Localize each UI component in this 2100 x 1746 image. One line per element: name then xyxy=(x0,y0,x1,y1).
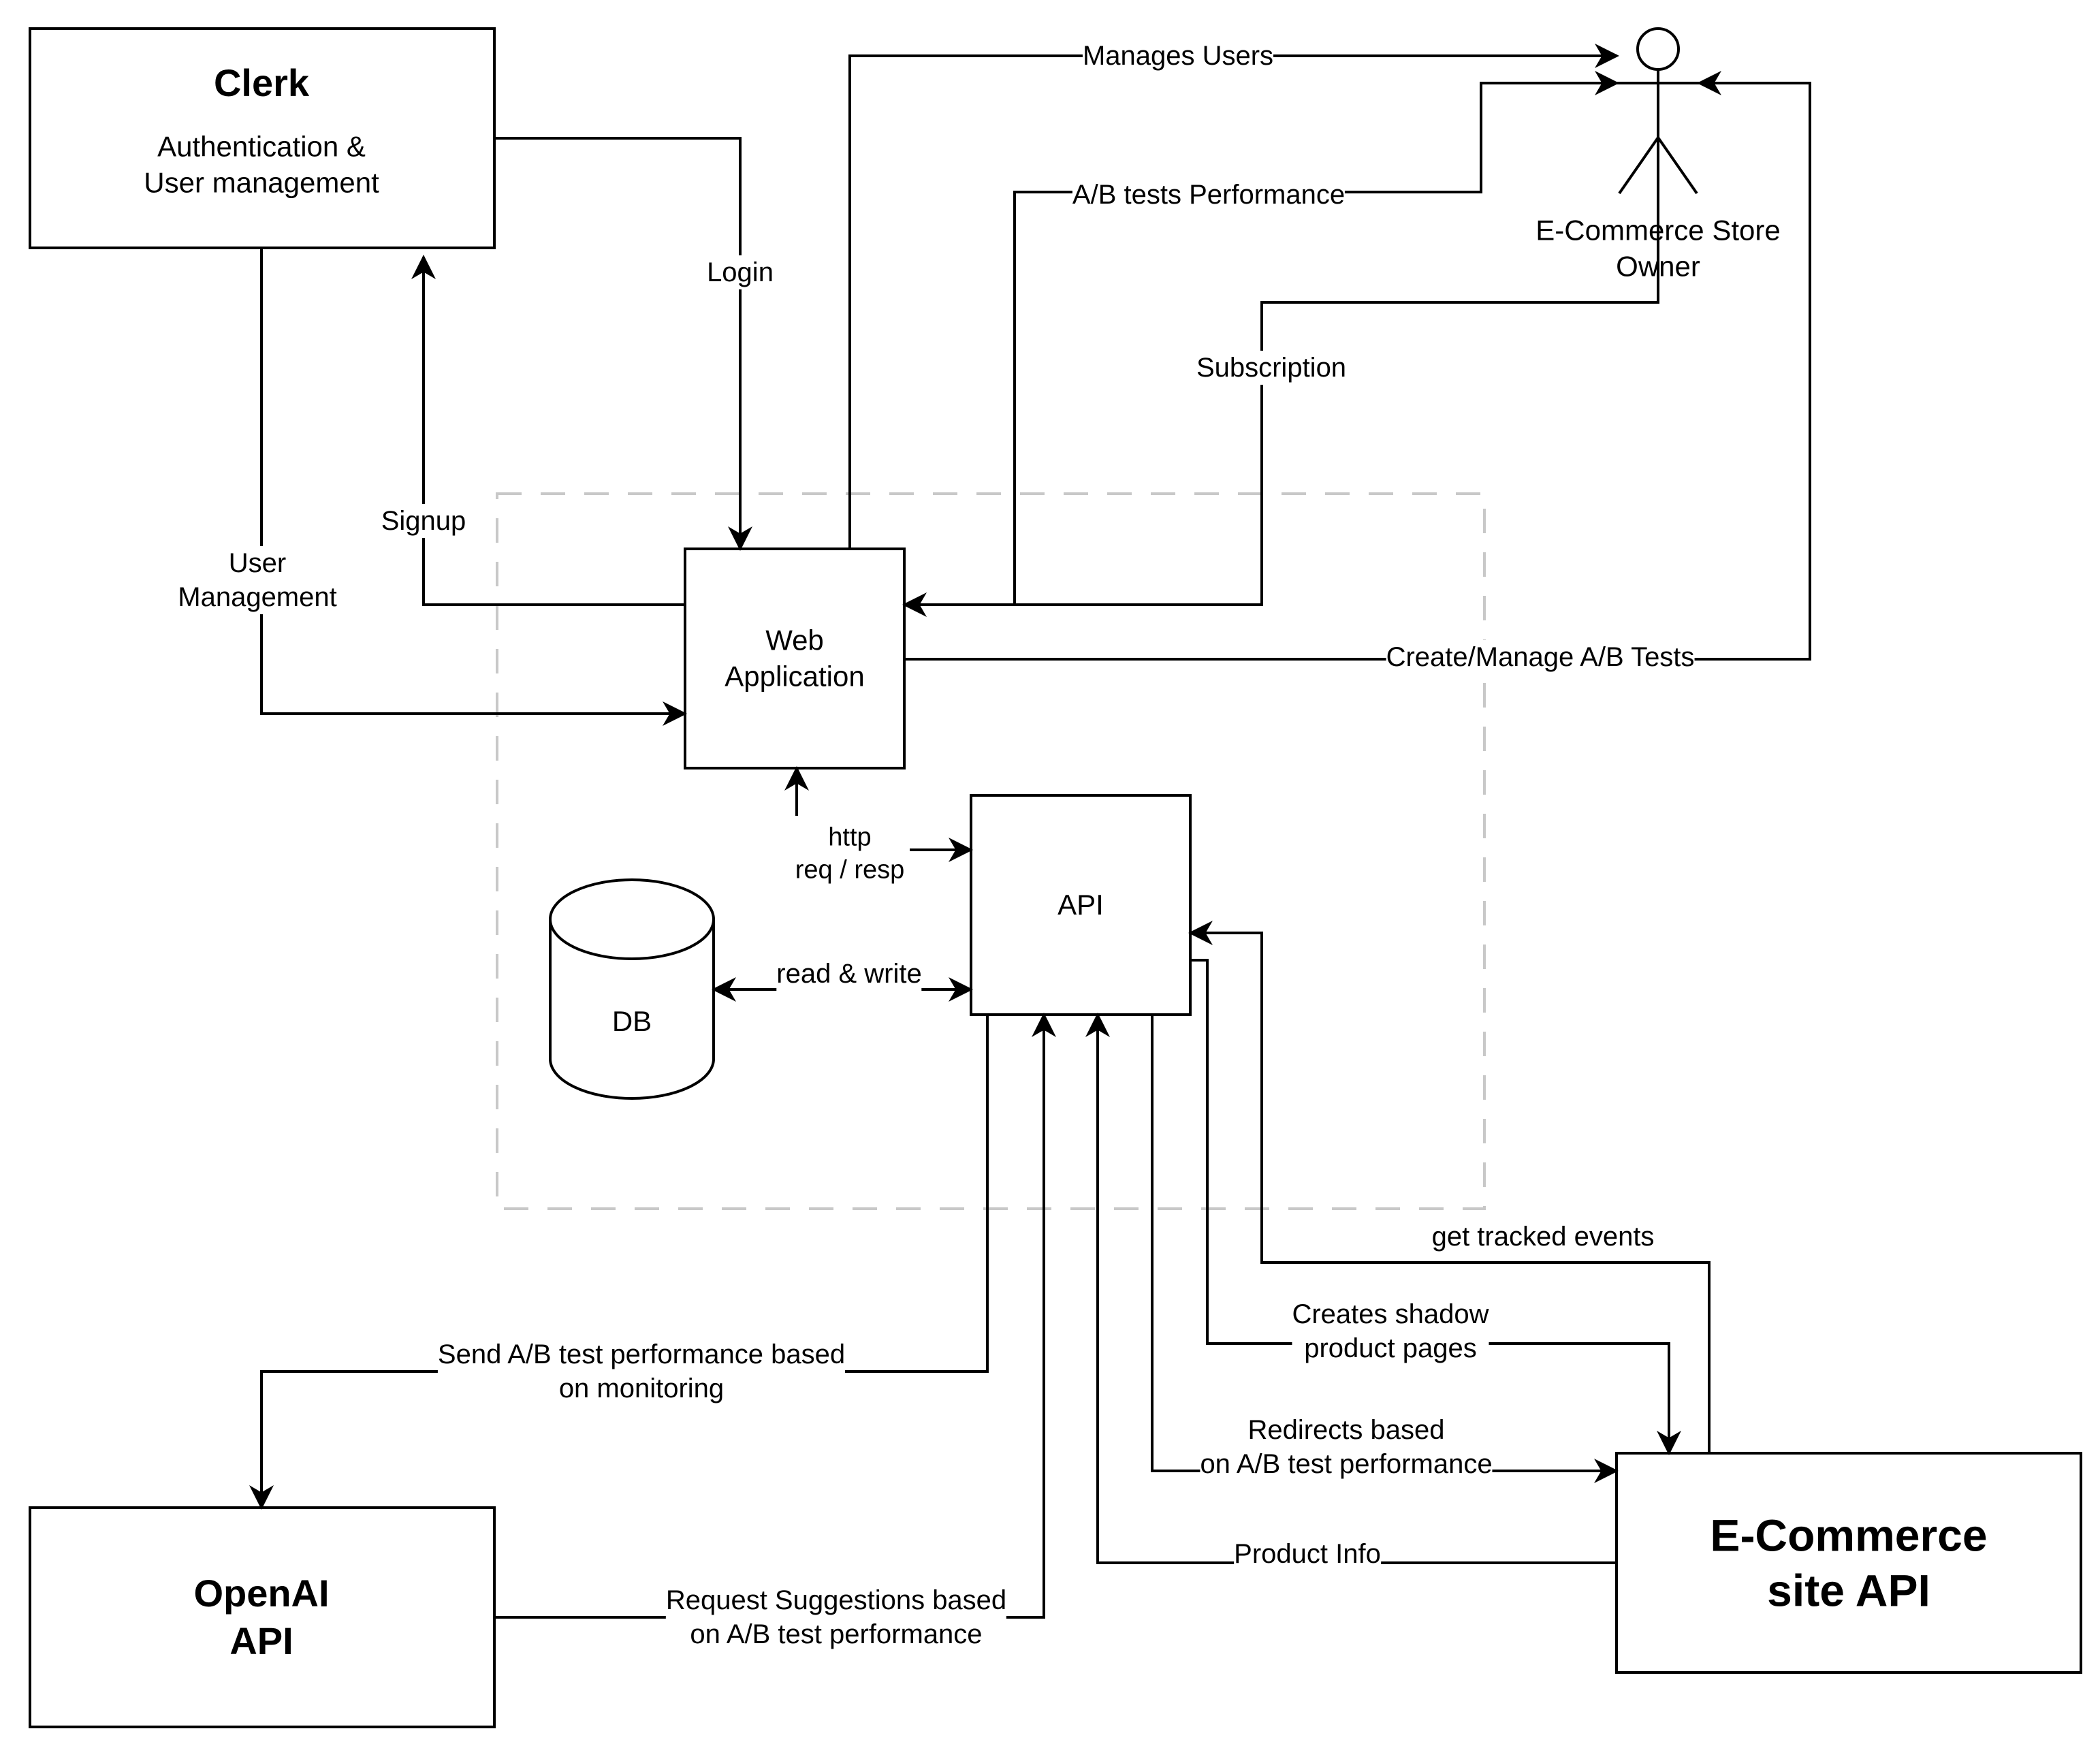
openai-label: OpenAI API xyxy=(193,1572,330,1662)
web-app-box[interactable] xyxy=(684,547,906,769)
signup-label: Signup xyxy=(381,504,466,538)
login-label: Login xyxy=(707,255,774,289)
subscription-label: Subscription xyxy=(1196,351,1347,385)
get-tracked-events-label: get tracked events xyxy=(1431,1220,1655,1254)
edge-get-tracked-events xyxy=(1188,921,1711,1453)
owner-label: E-Commerce Store Owner xyxy=(1536,214,1781,283)
creates-shadow-label: Creates shadow product pages xyxy=(1292,1297,1489,1365)
edge-subscription xyxy=(902,138,1659,617)
read-write-label: read & write xyxy=(776,957,922,991)
clerk-subtitle: Authentication & User management xyxy=(144,130,379,199)
redirects-label: Redirects based on A/B test performance xyxy=(1200,1413,1493,1481)
ecommerce-box[interactable] xyxy=(1615,1452,2082,1674)
send-ab-perf-label: Send A/B test performance based on monit… xyxy=(437,1337,846,1406)
edge-creates-shadow xyxy=(1190,959,1681,1455)
edge-create-manage-ab-tests xyxy=(904,71,1811,661)
clerk-box[interactable] xyxy=(29,27,496,249)
request-suggestions-label: Request Suggestions based on A/B test pe… xyxy=(665,1583,1007,1651)
edge-signup xyxy=(411,255,685,606)
db-label: DB xyxy=(611,1004,652,1037)
store-owner-actor[interactable] xyxy=(1617,27,1699,195)
api-box[interactable] xyxy=(970,794,1192,1016)
edge-product-info xyxy=(1085,1013,1617,1564)
db-cylinder[interactable] xyxy=(549,878,715,1100)
ab-tests-performance-label: A/B tests Performance xyxy=(1072,178,1346,212)
edge-user-management xyxy=(260,248,687,726)
system-boundary xyxy=(496,492,1486,1210)
manages-users-label: Manages Users xyxy=(1082,39,1274,73)
edge-ab-tests-performance xyxy=(1013,71,1619,605)
ecommerce-label: E-Commerce site API xyxy=(1710,1510,1988,1615)
http-label: http req / resp xyxy=(795,821,905,887)
api-label: API xyxy=(1057,888,1104,921)
create-manage-ab-tests-label: Create/Manage A/B Tests xyxy=(1386,640,1695,674)
edge-manages-users xyxy=(848,44,1619,549)
user-management-label: User Management xyxy=(178,546,337,614)
edge-request-suggestions xyxy=(494,1013,1056,1619)
edge-login xyxy=(494,137,752,551)
web-app-label: Web Application xyxy=(725,624,865,693)
clerk-title: Clerk xyxy=(213,61,310,104)
product-info-label: Product Info xyxy=(1234,1537,1381,1571)
